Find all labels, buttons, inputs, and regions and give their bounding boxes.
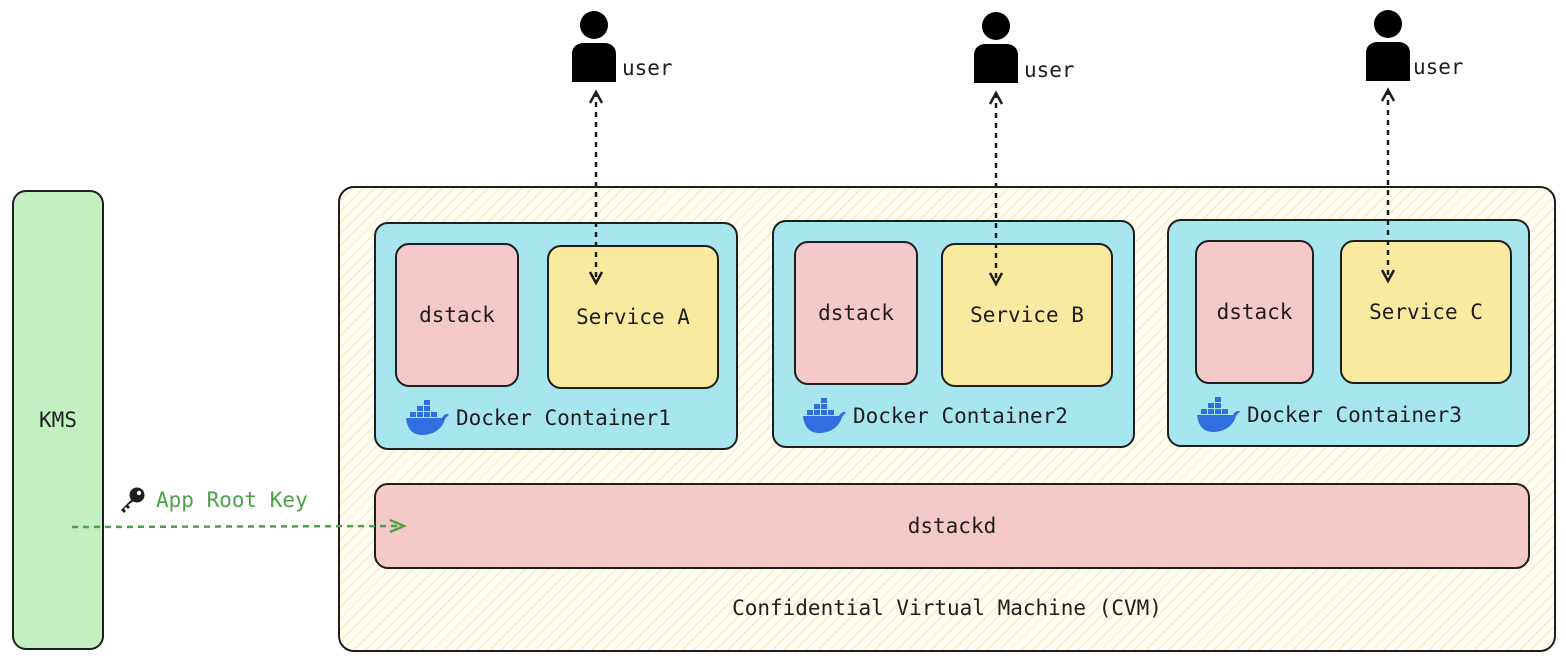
service-a-box: Service A (547, 245, 719, 389)
service-b-box: Service B (941, 243, 1113, 387)
docker-container-2-label: Docker Container2 (801, 398, 1068, 434)
app-root-key-text: App Root Key (156, 488, 308, 512)
app-root-key-label: App Root Key (118, 486, 308, 514)
dstackd-box: dstackd (374, 483, 1530, 569)
dstack-label-2: dstack (818, 301, 894, 325)
service-b-label: Service B (970, 303, 1084, 327)
kms-label: KMS (39, 408, 77, 432)
person-icon (974, 12, 1018, 83)
docker-container-2-text: Docker Container2 (853, 404, 1068, 428)
key-icon (121, 487, 145, 513)
person-icon (572, 11, 616, 82)
docker-whale-icon (406, 400, 449, 435)
dstack-box-2: dstack (794, 241, 918, 385)
user-label-1: user (622, 56, 673, 80)
docker-whale-icon (803, 398, 846, 433)
dstack-label-1: dstack (419, 303, 495, 327)
docker-container-3-text: Docker Container3 (1247, 403, 1462, 427)
kms-node: KMS (12, 190, 104, 650)
dstackd-label: dstackd (907, 514, 997, 538)
service-c-label: Service C (1369, 300, 1483, 324)
docker-container-3-label: Docker Container3 (1195, 397, 1462, 433)
dstack-label-3: dstack (1216, 300, 1293, 324)
user-label-3: user (1413, 55, 1464, 79)
docker-whale-icon (1197, 397, 1240, 432)
cvm-label: Confidential Virtual Machine (CVM) (732, 596, 1162, 620)
service-c-box: Service C (1340, 240, 1512, 384)
person-icon (1366, 10, 1410, 81)
docker-container-1-label: Docker Container1 (404, 400, 671, 436)
service-a-label: Service A (576, 305, 690, 329)
dstack-box-3: dstack (1195, 240, 1314, 384)
dstack-box-1: dstack (395, 243, 519, 387)
docker-container-1-text: Docker Container1 (456, 406, 671, 430)
user-label-2: user (1024, 58, 1075, 82)
